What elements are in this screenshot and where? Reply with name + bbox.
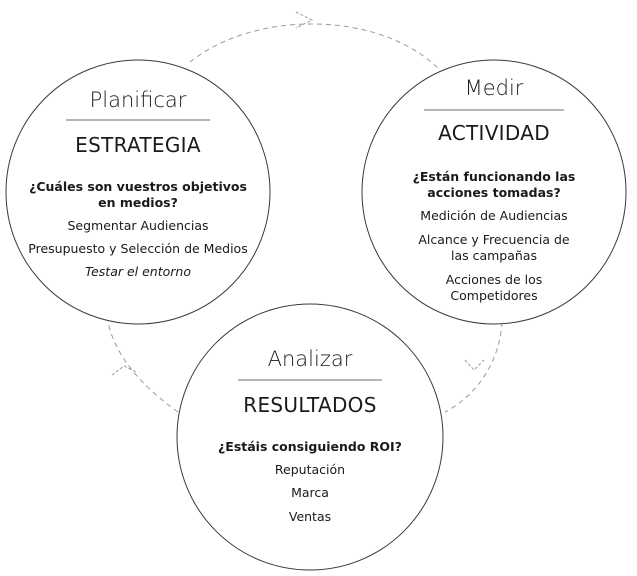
arrow-head-left: [111, 365, 137, 376]
planificar-node: Planificar ESTRATEGIA ¿Cuáles son vuestr…: [5, 59, 271, 325]
planificar-title: Planificar: [90, 88, 187, 112]
analizar-title: Analizar: [268, 347, 353, 371]
medir-subtitle: ACTIVIDAD: [438, 121, 550, 145]
medir-question-line1: ¿Están funcionando las: [413, 169, 576, 184]
medir-title: Medir: [465, 76, 524, 100]
medir-item-2-line2: las campañas: [451, 248, 537, 263]
analizar-circle: [176, 303, 444, 571]
medir-item-2-line1: Alcance y Frecuencia de: [418, 232, 570, 247]
analizar-node: Analizar RESULTADOS ¿Estáis consiguiendo…: [176, 303, 444, 571]
medir-item-1: Medición de Audiencias: [420, 208, 567, 223]
medir-node: Medir ACTIVIDAD ¿Están funcionando las a…: [361, 59, 627, 325]
planificar-question-line2: en medios?: [98, 195, 178, 210]
medir-item-3-line2: Competidores: [450, 288, 537, 303]
planificar-subtitle: ESTRATEGIA: [75, 133, 201, 157]
medir-question-line2: acciones tomadas?: [427, 185, 560, 200]
medir-item-3-line1: Acciones de los: [446, 272, 543, 287]
analizar-question: ¿Estáis consiguiendo ROI?: [218, 439, 402, 454]
analizar-subtitle: RESULTADOS: [243, 393, 376, 417]
analizar-item-1: Reputación: [275, 462, 345, 477]
analizar-item-3: Ventas: [289, 509, 331, 524]
planificar-item-1: Segmentar Audiencias: [67, 218, 208, 233]
arrow-head-top: [295, 11, 314, 29]
cycle-arrow-top: [189, 23, 441, 71]
medir-circle: [361, 59, 627, 325]
planificar-question-line1: ¿Cuáles son vuestros objetivos: [29, 179, 247, 194]
planificar-item-3: Testar el entorno: [85, 264, 191, 279]
arrow-head-right: [464, 359, 485, 371]
cycle-arrow-left: [107, 321, 179, 413]
analizar-item-2: Marca: [291, 485, 329, 500]
planificar-circle: [5, 59, 271, 325]
planificar-item-2: Presupuesto y Selección de Medios: [28, 241, 247, 256]
cycle-arrow-right: [444, 321, 503, 413]
